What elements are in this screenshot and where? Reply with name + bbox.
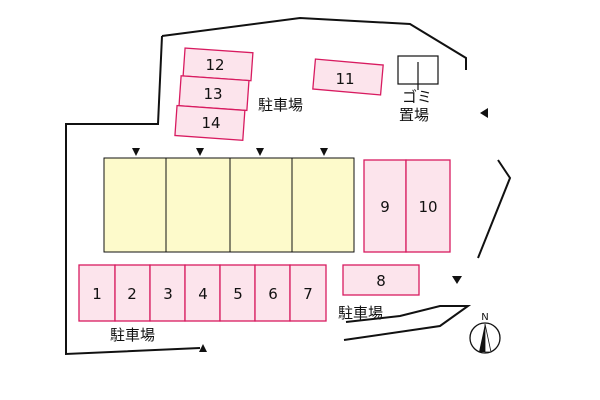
compass-needle-light [484,323,492,353]
stall-10[interactable] [405,159,451,253]
stall-2[interactable] [114,264,151,322]
access-arrow-lower-right [452,276,462,284]
entrance-markers [132,108,488,352]
stall-number-14: 14 [201,114,220,132]
stall-number-13: 13 [203,85,222,103]
stall-number-1: 1 [92,285,102,303]
parking-right-block [363,159,451,253]
stall-number-10: 10 [418,198,437,216]
entrance-arrow-3 [256,148,264,156]
stall-5[interactable] [219,264,256,322]
parking-label-top: 駐車場 [258,96,304,114]
stall-number-12: 12 [205,56,224,74]
access-arrow-bottom [199,344,207,352]
building-unit-4 [291,157,355,253]
stall-7[interactable] [289,264,327,322]
garbage-station [397,55,439,90]
stall-number-9: 9 [380,198,390,216]
building [103,157,355,253]
stall-number-3: 3 [163,285,173,303]
compass-needle-dark [479,324,485,352]
stall-number-5: 5 [233,285,243,303]
entrance-arrow-4 [320,148,328,156]
stall-number-2: 2 [127,285,137,303]
access-arrow-right [480,108,488,118]
site-boundary [65,16,512,356]
entrance-arrow-1 [132,148,140,156]
stall-number-8: 8 [376,272,386,290]
parking-top-block [174,47,254,141]
boundary-right-line [477,159,512,259]
boundary-bottom-line [343,305,472,341]
stall-number-7: 7 [303,285,313,303]
stall-numbers: 1 2 3 4 5 6 7 8 9 10 11 12 13 14 [92,56,437,303]
boundary-outer-line [65,35,201,356]
stall-9[interactable] [363,159,407,253]
north-compass [469,322,501,354]
garbage-label-line1: ゴミ [402,88,433,106]
stall-1[interactable] [78,264,116,322]
stall-number-4: 4 [198,285,208,303]
parking-label-bottom-left: 駐車場 [110,326,156,344]
garbage-label-line2: 置場 [399,106,430,124]
compass-label: N [481,312,488,323]
stall-8[interactable] [342,264,420,296]
entrance-arrow-2 [196,148,204,156]
stall-number-6: 6 [268,285,278,303]
building-unit-3 [229,157,293,253]
building-unit-2 [165,157,231,253]
boundary-top-line [161,16,467,70]
stall-number-11: 11 [335,70,354,88]
building-unit-1 [103,157,167,253]
stall-14[interactable] [174,104,246,141]
parking-row-bottom [78,264,327,322]
parking-label-right: 駐車場 [338,304,384,322]
stall-4[interactable] [184,264,221,322]
stall-6[interactable] [254,264,291,322]
stall-11[interactable] [312,58,384,96]
